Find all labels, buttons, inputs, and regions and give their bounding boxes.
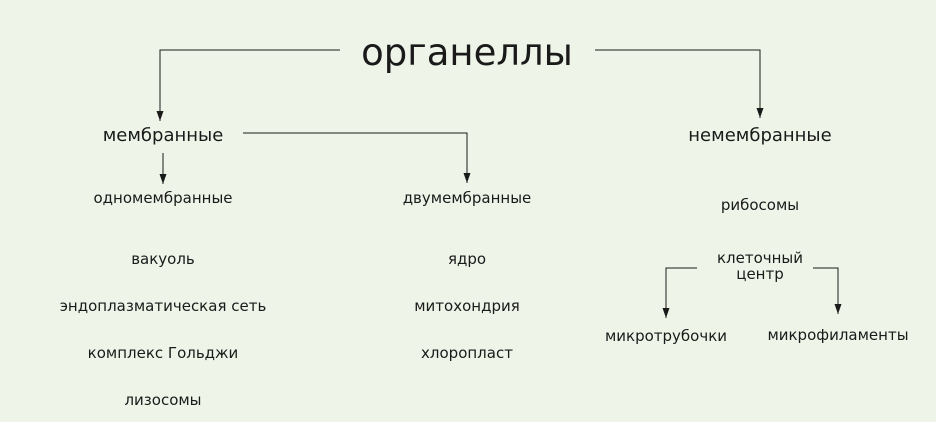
- node-non-membrane: немембранные: [688, 125, 831, 146]
- list-item: лизосомы: [124, 391, 201, 409]
- node-single-membrane: одномембранные: [93, 189, 232, 207]
- cell-center-line-2: центр: [736, 265, 784, 283]
- double-membrane-list: ядро митохондрия хлоропласт: [414, 250, 520, 362]
- cell-center-line-1: клеточный: [717, 249, 803, 267]
- diagram-title: органеллы: [361, 31, 573, 74]
- list-item: комплекс Гольджи: [88, 344, 239, 362]
- connector-cell-center-to-microfilaments: [813, 267, 842, 314]
- node-ribosomes: рибосомы: [721, 196, 799, 214]
- connector-title-to-membrane: [156, 49, 340, 121]
- connector-membrane-to-double: [243, 132, 471, 183]
- list-item: ядро: [448, 250, 486, 268]
- node-microtubules: микротрубочки: [605, 327, 727, 345]
- connector-title-to-non-membrane: [595, 49, 764, 118]
- node-membrane: мембранные: [103, 125, 224, 146]
- list-item: эндоплазматическая сеть: [60, 297, 267, 315]
- node-microfilaments: микрофиламенты: [767, 326, 908, 344]
- single-membrane-list: вакуоль эндоплазматическая сеть комплекс…: [60, 250, 267, 409]
- connector-cell-center-to-microtubules: [662, 267, 697, 318]
- node-cell-center: клеточный центр: [717, 249, 803, 283]
- node-double-membrane: двумембранные: [403, 189, 532, 207]
- connectors: [156, 49, 842, 318]
- list-item: митохондрия: [414, 297, 520, 315]
- list-item: хлоропласт: [421, 344, 513, 362]
- list-item: вакуоль: [131, 250, 195, 268]
